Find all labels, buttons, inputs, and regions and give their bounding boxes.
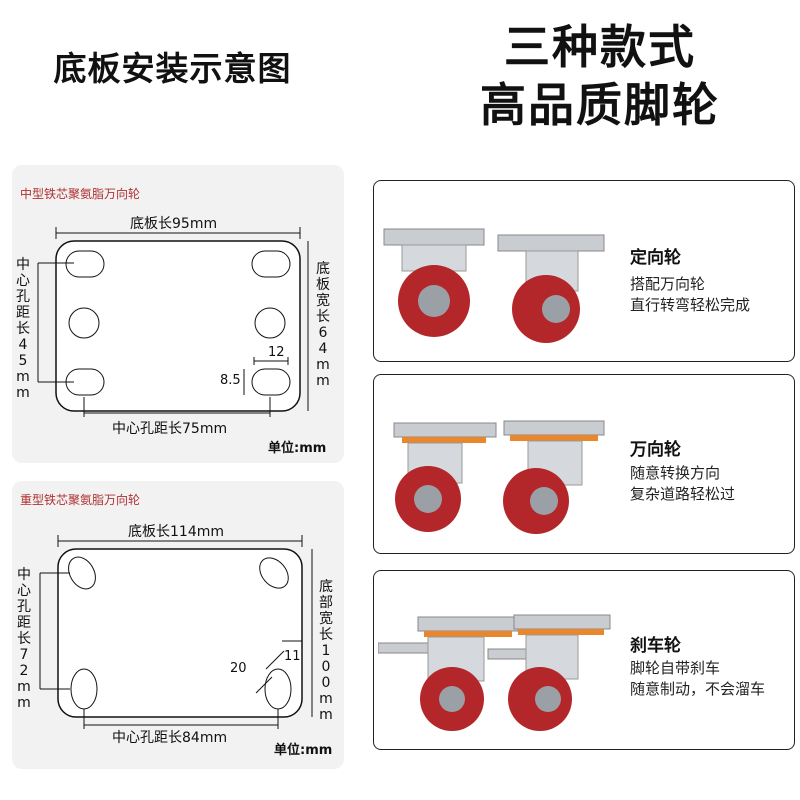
unit-label: 单位:mm: [268, 441, 327, 456]
hole-h-distance-label: 中心孔距长75mm: [112, 421, 228, 437]
diagram-panel-heavy: 重型铁芯聚氨脂万向轮 底板长114mm 11 20 中心孔距长72mm 底部宽长…: [12, 481, 344, 769]
right-title-line1: 三种款式: [504, 20, 696, 74]
plate-length-label: 底板长95mm: [130, 216, 218, 232]
card-brake-caster: 刹车轮 脚轮自带刹车 随意制动，不会溜车: [373, 570, 795, 750]
plate-drawing-heavy: [39, 535, 313, 729]
card-title: 万向轮: [630, 440, 681, 460]
hole-v-distance-label: 中心孔距长45mm: [16, 257, 30, 401]
card-swivel-caster: 万向轮 随意转换方向 复杂道路轻松过: [373, 374, 795, 554]
right-title-line2: 高品质脚轮: [480, 78, 720, 132]
diagram-label: 中型铁芯聚氨脂万向轮: [20, 187, 141, 201]
diagram-label: 重型铁芯聚氨脂万向轮: [20, 493, 141, 507]
card-title: 刹车轮: [630, 636, 681, 656]
slot-height-label: 8.5: [220, 373, 241, 388]
right-title: 三种款式 高品质脚轮: [400, 18, 800, 134]
card-line2: 随意制动，不会溜车: [630, 680, 766, 698]
hole-v-distance-label: 中心孔距长72mm: [17, 567, 31, 711]
card-line1: 搭配万向轮: [630, 275, 706, 293]
plate-width-label: 底部宽长100mm: [319, 579, 333, 723]
plate-drawing-medium: [37, 227, 309, 417]
card-line1: 脚轮自带刹车: [630, 659, 721, 677]
left-title: 底板安装示意图: [53, 49, 292, 88]
card-line1: 随意转换方向: [630, 464, 721, 482]
brake-caster-image: [378, 614, 611, 731]
card-line2: 复杂道路轻松过: [630, 485, 736, 503]
unit-label: 单位:mm: [274, 743, 333, 758]
fixed-caster-image: [383, 228, 605, 343]
slot-width-label: 11: [284, 649, 301, 664]
hole-h-distance-label: 中心孔距长84mm: [112, 730, 228, 746]
diagram-panel-medium: 中型铁芯聚氨脂万向轮 底板长95mm 12 8.5 中心孔距长45mm 底板宽长…: [12, 165, 344, 463]
slot-width-label: 12: [268, 345, 285, 360]
plate-width-label: 底板宽长64mm: [316, 261, 330, 389]
slot-height-label: 20: [230, 661, 247, 676]
plate-length-label: 底板长114mm: [128, 524, 224, 540]
card-fixed-caster: 定向轮 搭配万向轮 直行转弯轻松完成: [373, 180, 795, 362]
card-line2: 直行转弯轻松完成: [630, 296, 751, 314]
swivel-caster-image: [393, 420, 605, 534]
card-title: 定向轮: [630, 248, 681, 268]
